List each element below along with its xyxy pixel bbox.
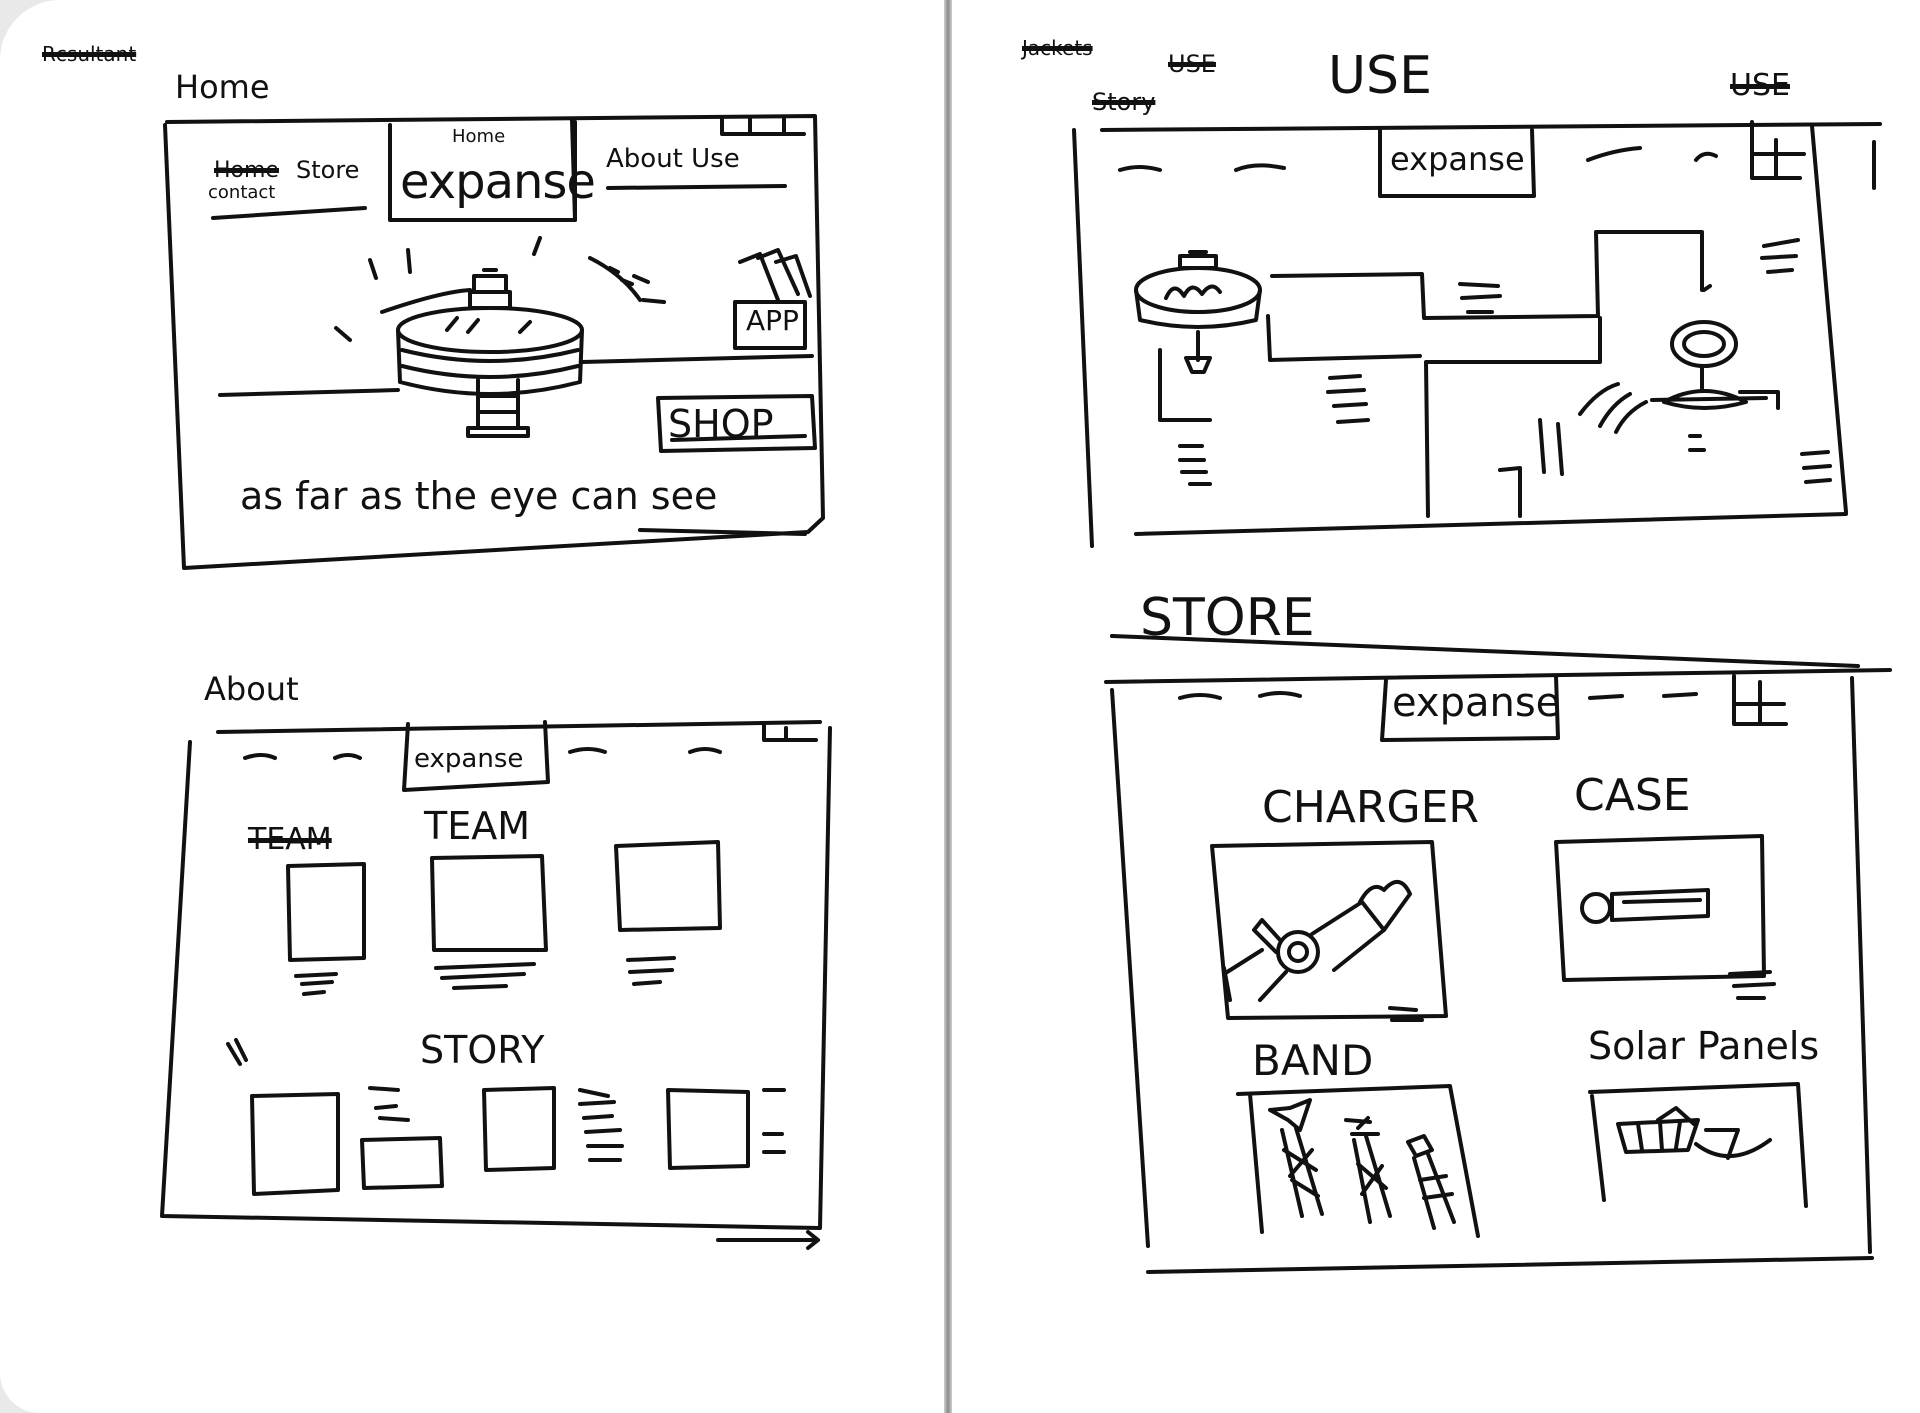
home-bottom-stroke bbox=[638, 528, 807, 536]
team-photo-placeholders bbox=[286, 840, 722, 996]
charger-illustration bbox=[1222, 880, 1412, 1002]
product-label-charger[interactable]: CHARGER bbox=[1262, 782, 1479, 833]
home-nav-home-crossed[interactable]: Home bbox=[214, 158, 279, 183]
home-shop-card bbox=[656, 394, 817, 453]
home-tagline: as far as the eye can see bbox=[240, 474, 718, 518]
solar-panel-illustration bbox=[1616, 1106, 1772, 1160]
use-section-title: USE bbox=[1328, 46, 1432, 106]
home-hero-lamp-icon bbox=[218, 236, 814, 438]
home-wireframe-frame bbox=[163, 114, 825, 570]
use-lamp-illustration bbox=[1134, 250, 1262, 486]
use-hologram-device-icon bbox=[1498, 320, 1768, 518]
product-label-band[interactable]: BAND bbox=[1252, 1036, 1374, 1085]
product-label-solar-panels[interactable]: Solar Panels bbox=[1588, 1024, 1820, 1068]
case-illustration bbox=[1580, 888, 1710, 924]
home-nav-store[interactable]: Store bbox=[296, 156, 360, 184]
store-logo[interactable]: expanse bbox=[1392, 680, 1561, 726]
home-nav-contact[interactable]: contact bbox=[208, 182, 276, 203]
band-illustration bbox=[1268, 1098, 1456, 1230]
home-logo[interactable]: expanse bbox=[400, 154, 596, 210]
use-wireframe-frame bbox=[1072, 120, 1882, 548]
notebook-left-page bbox=[0, 0, 944, 1413]
use-logo[interactable]: expanse bbox=[1390, 140, 1525, 178]
notebook-binding bbox=[944, 0, 952, 1413]
left-corner-crossed-label: Rcsultant bbox=[42, 42, 137, 66]
about-team-heading: TEAM bbox=[424, 804, 531, 848]
use-paths bbox=[1266, 230, 1832, 518]
story-blocks bbox=[226, 1038, 786, 1196]
about-crossed-label: TEAM bbox=[248, 822, 332, 857]
store-product-frames bbox=[1210, 834, 1808, 1238]
about-story-heading: STORY bbox=[420, 1028, 545, 1072]
about-logo[interactable]: expanse bbox=[414, 744, 524, 774]
use-crossed-right: USE bbox=[1730, 68, 1790, 103]
use-crossed-top: USE bbox=[1168, 50, 1216, 78]
store-section-title: STORE bbox=[1140, 588, 1315, 648]
home-app-card bbox=[733, 248, 812, 350]
home-nav-about-use[interactable]: About Use bbox=[606, 144, 740, 174]
about-wireframe-frame bbox=[160, 720, 832, 1250]
product-label-case[interactable]: CASE bbox=[1574, 770, 1691, 821]
home-app-button[interactable]: APP bbox=[746, 304, 799, 337]
home-shop-button[interactable]: SHOP bbox=[668, 402, 774, 446]
about-section-title: About bbox=[204, 670, 299, 708]
store-wireframe-frame bbox=[1104, 634, 1892, 1274]
use-crossed-left: Story bbox=[1092, 88, 1156, 116]
right-corner-crossed-label: Jackets bbox=[1022, 36, 1093, 60]
home-logo-caption: Home bbox=[452, 126, 506, 147]
home-section-title: Home bbox=[175, 68, 270, 106]
